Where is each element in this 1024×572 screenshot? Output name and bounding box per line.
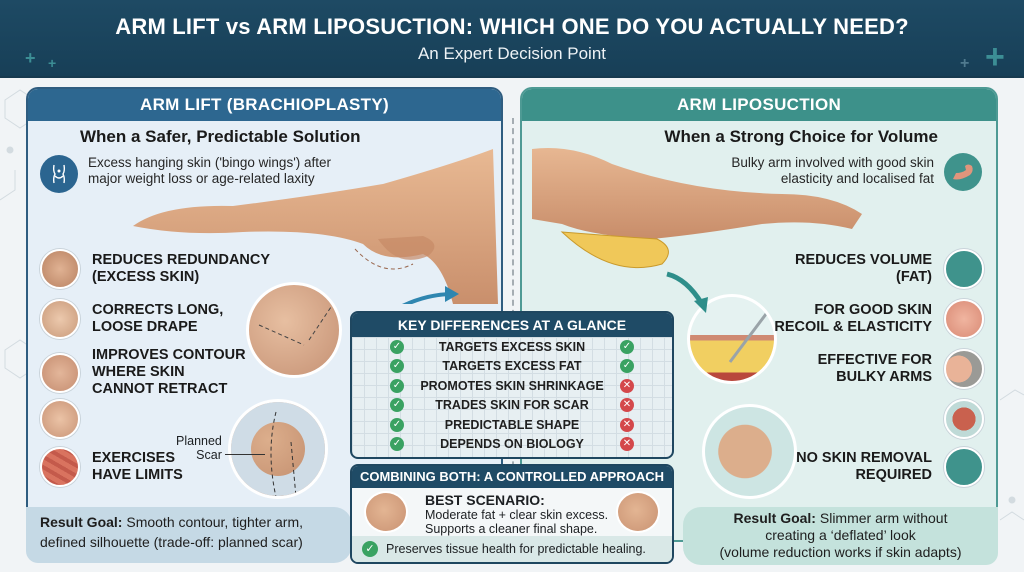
key-difference-label: PREDICTABLE SHAPE xyxy=(444,417,580,432)
plus-decoration-icon: + xyxy=(25,48,36,68)
body-contour-icon xyxy=(40,155,78,193)
plus-decoration-icon: + xyxy=(985,38,1005,76)
arm-lift-result-goal: Result Goal: Smooth contour, tighter arm… xyxy=(26,507,352,563)
cross-icon: ✕ xyxy=(620,398,634,413)
check-icon: ✓ xyxy=(390,339,404,354)
arm-lift-subheading: When a Safer, Predictable Solution xyxy=(80,127,361,146)
slim-arm-photo xyxy=(702,404,797,499)
check-icon: ✓ xyxy=(620,339,634,354)
feature-muscle-anatomy xyxy=(944,399,984,439)
arm-lift-mini-icon xyxy=(364,491,408,533)
bulky-arm-icon xyxy=(944,349,984,389)
liposuction-result-goal: Result Goal: Slimmer arm without creatin… xyxy=(683,507,998,565)
key-differences-table: KEY DIFFERENCES AT A GLANCE ✓ TARGETS EXC… xyxy=(350,311,674,459)
best-scenario-line: Supports a cleaner final shape. xyxy=(425,522,598,536)
sutured-incision-icon xyxy=(40,352,80,393)
arm-lift-intro: Excess hanging skin ('bingo wings') afte… xyxy=(88,155,332,186)
back-scar-photo xyxy=(228,399,328,499)
check-icon: ✓ xyxy=(390,437,404,452)
combining-title: COMBINING BOTH: A CONTROLLED APPROACH xyxy=(352,466,672,488)
skin-folds-icon xyxy=(40,249,80,289)
no-skin-removal-icon xyxy=(944,447,984,487)
feature-reduces-redundancy: REDUCES REDUNDANCY(EXCESS SKIN) xyxy=(40,249,270,289)
key-difference-label: TARGETS EXCESS SKIN xyxy=(438,339,586,354)
elastic-fibers-icon xyxy=(944,299,984,339)
loose-drape-icon xyxy=(40,299,80,339)
scar-pointer-line xyxy=(225,454,265,455)
check-icon: ✓ xyxy=(362,541,378,557)
liposuction-intro: Bulky arm involved with good skin elasti… xyxy=(731,155,934,186)
check-icon: ✓ xyxy=(390,378,404,393)
check-icon: ✓ xyxy=(620,359,634,374)
scar-line-icon xyxy=(40,399,80,439)
plus-decoration-icon: + xyxy=(48,55,57,71)
check-icon: ✓ xyxy=(390,398,404,413)
combining-footer: ✓ Preserves tissue health for predictabl… xyxy=(352,536,672,562)
check-icon: ✓ xyxy=(390,359,404,374)
cross-icon: ✕ xyxy=(620,378,634,393)
liposuction-mini-icon xyxy=(616,491,660,533)
combining-both-box: COMBINING BOTH: A CONTROLLED APPROACH BE… xyxy=(350,464,674,564)
page-title: ARM LIFT vs ARM LIPOSUCTION: WHICH ONE D… xyxy=(115,14,909,39)
key-difference-row: ✓ TARGETS EXCESS SKIN ✓ xyxy=(352,337,672,357)
key-difference-row: ✓ DEPENDS ON BIOLOGY ✕ xyxy=(352,435,672,455)
key-difference-row: ✓ PROMOTES SKIN SHRINKAGE ✕ xyxy=(352,376,672,396)
liposuction-heading: ARM LIPOSUCTION xyxy=(522,89,996,121)
flexed-arm-icon xyxy=(944,153,982,191)
cross-icon: ✕ xyxy=(620,417,634,432)
muscle-anatomy-icon xyxy=(944,399,984,439)
feature-corrects-drape: CORRECTS LONG,LOOSE DRAPE xyxy=(40,299,223,339)
check-icon: ✓ xyxy=(390,417,404,432)
arm-lift-heading: ARM LIFT (BRACHIOPLASTY) xyxy=(28,89,501,121)
fat-reduction-icon xyxy=(944,249,984,289)
page-subtitle: An Expert Decision Point xyxy=(417,44,607,63)
key-difference-label: TRADES SKIN FOR SCAR xyxy=(435,398,589,413)
best-scenario-label: BEST SCENARIO: xyxy=(425,492,545,508)
liposuction-subheading: When a Strong Choice for Volume xyxy=(664,127,938,146)
best-scenario-line: Moderate fat + clear skin excess. xyxy=(425,508,609,522)
curved-arrow-icon xyxy=(666,271,708,313)
muscle-fiber-icon xyxy=(40,447,80,487)
key-difference-row: ✓ TRADES SKIN FOR SCAR ✕ xyxy=(352,396,672,416)
bulky-arm-illustration xyxy=(532,148,862,269)
page-header: + + + + ARM LIFT vs ARM LIPOSUCTION: WHI… xyxy=(0,0,1024,78)
key-difference-label: TARGETS EXCESS FAT xyxy=(442,359,582,374)
key-difference-row: ✓ TARGETS EXCESS FAT ✓ xyxy=(352,357,672,377)
cross-icon: ✕ xyxy=(620,437,634,452)
key-difference-label: PROMOTES SKIN SHRINKAGE xyxy=(420,378,604,393)
key-differences-title: KEY DIFFERENCES AT A GLANCE xyxy=(352,313,672,337)
key-difference-row: ✓ PREDICTABLE SHAPE ✕ xyxy=(352,415,672,435)
feature-reduces-volume: REDUCES VOLUME(FAT) xyxy=(795,249,984,289)
sagging-arm-illustration xyxy=(133,149,498,304)
plus-decoration-icon: + xyxy=(960,55,970,72)
key-difference-label: DEPENDS ON BIOLOGY xyxy=(440,437,584,452)
skin-pinch-photo xyxy=(246,282,342,378)
feature-scar-line xyxy=(40,399,80,439)
